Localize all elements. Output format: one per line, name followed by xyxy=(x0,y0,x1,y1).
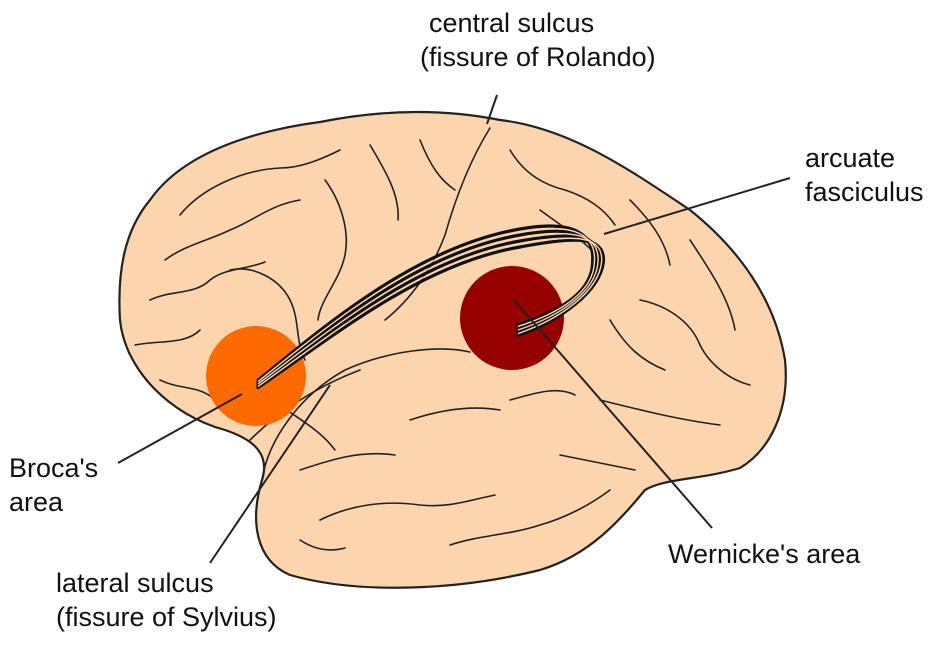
label-brocas-area-line2: area xyxy=(9,487,64,517)
arcuate-fiber xyxy=(256,229,598,385)
pointer-wernickes-area xyxy=(513,299,713,529)
arcuate-fiber-gap xyxy=(257,232,599,385)
pointer-arcuate-fasciculus xyxy=(603,177,791,235)
label-central-sulcus: central sulcus (fissure of Rolando) xyxy=(420,6,656,74)
label-arcuate-fasciculus-line2: fasciculus xyxy=(805,177,924,207)
temporal-lobe-edge xyxy=(261,348,471,481)
arcuate-fiber-gap xyxy=(257,237,603,387)
label-lateral-sulcus-line2: (fissure of Sylvius) xyxy=(56,602,277,632)
label-central-sulcus-line1: central sulcus xyxy=(429,8,595,38)
pointer-lateral-sulcus xyxy=(209,384,331,564)
label-wernickes-area-line1: Wernicke's area xyxy=(668,539,861,569)
pointer-central-sulcus xyxy=(486,94,498,125)
central-sulcus-groove xyxy=(384,127,491,321)
label-lateral-sulcus-line1: lateral sulcus xyxy=(56,568,214,598)
arcuate-fiber xyxy=(256,224,595,382)
arcuate-fiber xyxy=(256,238,606,390)
label-lateral-sulcus: lateral sulcus (fissure of Sylvius) xyxy=(56,566,277,634)
label-arcuate-fasciculus-line1: arcuate xyxy=(805,143,896,173)
brocas-area-region xyxy=(206,326,306,426)
arcuate-fiber xyxy=(256,234,602,387)
label-brocas-area-line1: Broca's xyxy=(9,453,99,483)
label-brocas-area: Broca's area xyxy=(9,451,98,519)
wernickes-area-region xyxy=(460,266,564,370)
label-wernickes-area: Wernicke's area xyxy=(668,537,860,571)
pointer-lines xyxy=(117,94,791,564)
label-central-sulcus-line2: (fissure of Rolando) xyxy=(420,42,656,72)
arcuate-fasciculus-tract xyxy=(256,224,606,390)
arcuate-fiber-gap xyxy=(257,228,596,383)
pointer-brocas-area xyxy=(117,393,243,464)
label-arcuate-fasciculus: arcuate fasciculus xyxy=(805,141,924,209)
lateral-sulcus-line xyxy=(249,369,361,441)
